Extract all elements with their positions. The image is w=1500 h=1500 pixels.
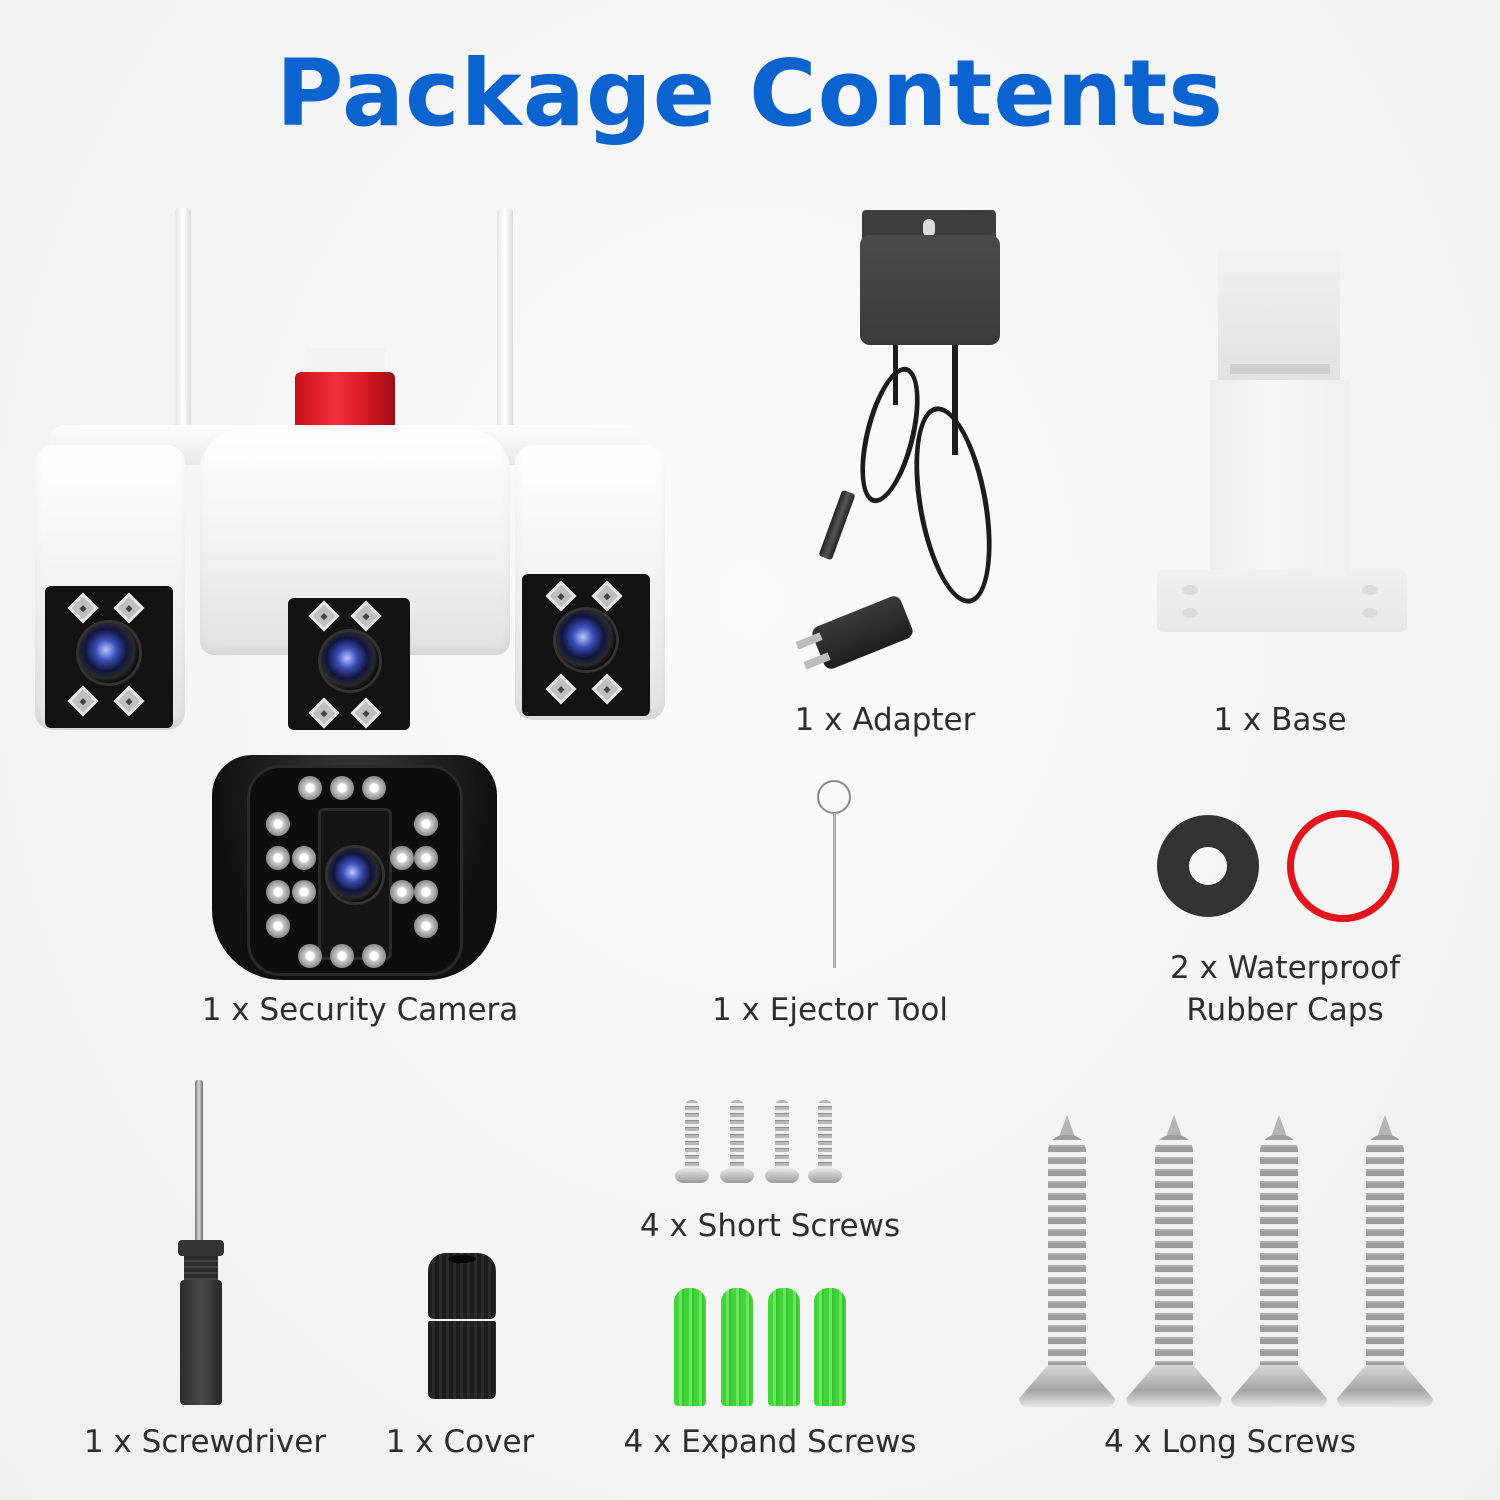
- ptz-lens: [328, 848, 382, 902]
- expand-screws-label: 4 x Expand Screws: [623, 1424, 917, 1460]
- short-screws-image: [670, 1095, 850, 1190]
- long-screw-tip: [1059, 1115, 1075, 1137]
- cover-top: [428, 1253, 496, 1319]
- white-led-icon: [362, 944, 386, 968]
- white-led-icon: [330, 944, 354, 968]
- cover-opening: [448, 1255, 476, 1263]
- long-screw-head: [1019, 1365, 1115, 1407]
- white-led-icon: [266, 914, 290, 938]
- long-screw-shaft: [1260, 1135, 1298, 1375]
- long-screws-image: [1015, 1110, 1445, 1410]
- screwdriver-image: [170, 1075, 230, 1410]
- long-screw-head: [1337, 1365, 1433, 1407]
- long-screw-tip: [1377, 1115, 1393, 1137]
- base-screw-hole: [1362, 585, 1378, 595]
- wall-anchor: [814, 1288, 846, 1406]
- base-screw-hole: [1182, 585, 1198, 595]
- long-screw-head: [1231, 1365, 1327, 1407]
- white-led-icon: [298, 776, 322, 800]
- short-screws-label: 4 x Short Screws: [639, 1208, 901, 1244]
- white-led-icon: [292, 846, 316, 870]
- rubber-ring-icon: [1287, 810, 1399, 922]
- page-title: Package Contents: [276, 40, 1224, 147]
- white-led-icon: [414, 880, 438, 904]
- base-channel-slot: [1230, 364, 1330, 374]
- white-led-icon: [330, 776, 354, 800]
- cover-label: 1 x Cover: [385, 1424, 535, 1460]
- ejector-tool-label: 1 x Ejector Tool: [711, 992, 949, 1028]
- base-channel-top: [1218, 248, 1340, 383]
- cover-image: [420, 1245, 500, 1405]
- security-camera-image: [30, 200, 670, 980]
- ejector-loop: [817, 780, 851, 814]
- short-screw: [818, 1100, 832, 1175]
- base-label: 1 x Base: [1213, 702, 1347, 738]
- long-screw-shaft: [1155, 1135, 1193, 1375]
- long-screws-label: 4 x Long Screws: [1103, 1424, 1356, 1460]
- expand-screws-image: [670, 1285, 850, 1410]
- white-led-icon: [414, 846, 438, 870]
- left-camera-lens: [79, 623, 139, 683]
- white-led-icon: [266, 880, 290, 904]
- white-led-icon: [292, 880, 316, 904]
- screwdriver-shaft: [195, 1080, 203, 1245]
- screwdriver-handle: [180, 1280, 222, 1405]
- short-screw-head: [720, 1167, 754, 1183]
- rubber-caps-image: [1150, 805, 1410, 925]
- security-camera-label: 1 x Security Camera: [201, 992, 519, 1028]
- dc-plug: [818, 489, 856, 561]
- base-screw-hole: [1362, 608, 1378, 618]
- red-cap: [295, 372, 395, 430]
- white-led-icon: [414, 812, 438, 836]
- long-screw-head: [1126, 1365, 1222, 1407]
- adapter-hang-hole: [923, 219, 935, 237]
- short-screw: [775, 1100, 789, 1175]
- ejector-pin: [833, 813, 836, 968]
- long-screw-shaft: [1366, 1135, 1404, 1375]
- wall-anchor: [674, 1288, 706, 1406]
- long-screw-shaft: [1048, 1135, 1086, 1375]
- base-image: [1150, 240, 1420, 640]
- base-foot: [1157, 570, 1407, 632]
- right-camera-lens: [556, 610, 616, 670]
- rubber-ring-icon: [1157, 815, 1259, 917]
- white-led-icon: [362, 776, 386, 800]
- long-screw-tip: [1166, 1115, 1182, 1137]
- white-led-icon: [390, 880, 414, 904]
- screwdriver-label: 1 x Screwdriver: [83, 1424, 327, 1460]
- antenna-left: [175, 208, 191, 443]
- screwdriver-grip-ring: [184, 1256, 218, 1282]
- ejector-tool-image: [800, 775, 870, 975]
- wall-anchor: [768, 1288, 800, 1406]
- adapter-image: [780, 205, 1020, 695]
- short-screw-head: [675, 1167, 709, 1183]
- base-column: [1210, 380, 1350, 595]
- short-screw-head: [808, 1167, 842, 1183]
- adapter-box: [860, 235, 1000, 345]
- adapter-label: 1 x Adapter: [794, 702, 976, 738]
- white-led-icon: [266, 812, 290, 836]
- white-led-icon: [298, 944, 322, 968]
- center-camera-lens: [321, 632, 379, 690]
- white-led-icon: [266, 846, 290, 870]
- white-led-icon: [390, 846, 414, 870]
- cable-loop-ac: [901, 400, 1005, 610]
- base-screw-hole: [1182, 608, 1198, 618]
- short-screw: [685, 1100, 699, 1175]
- short-screw-head: [765, 1167, 799, 1183]
- cover-bottom: [428, 1321, 496, 1399]
- rubber-caps-label-line1: 2 x Waterproof: [1169, 950, 1400, 986]
- adapter-cable-left: [893, 345, 898, 405]
- rubber-caps-label-line2: Rubber Caps: [1186, 992, 1384, 1028]
- wall-anchor: [721, 1288, 753, 1406]
- white-led-icon: [414, 914, 438, 938]
- adapter-cable-right: [952, 345, 958, 455]
- short-screw: [730, 1100, 744, 1175]
- antenna-right: [497, 208, 513, 443]
- screwdriver-collar: [178, 1240, 224, 1256]
- long-screw-tip: [1271, 1115, 1287, 1137]
